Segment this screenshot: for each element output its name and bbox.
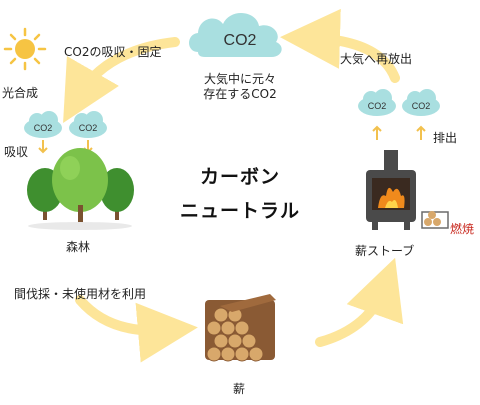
label-firewood: 薪 xyxy=(233,382,246,396)
label-combustion: 燃焼 xyxy=(450,222,475,236)
forest-icon xyxy=(27,148,134,230)
title-line2: ニュートラル xyxy=(179,200,300,222)
svg-text:CO2: CO2 xyxy=(79,123,98,133)
cycle-arrows xyxy=(63,8,404,363)
svg-text:CO2: CO2 xyxy=(34,123,53,133)
arrow-stove-to-cloud xyxy=(280,8,400,83)
label-thinning: 間伐採・未使用材を利用 xyxy=(14,287,147,301)
co2-cloud-main: CO2 xyxy=(189,12,282,58)
label-wood-stove: 薪ストーブ xyxy=(355,244,415,258)
firewood-rack-icon xyxy=(421,211,449,229)
label-photosynthesis: 光合成 xyxy=(2,86,39,100)
label-co2-caption: 大気中に元々 存在するCO2 xyxy=(180,72,300,102)
svg-text:CO2: CO2 xyxy=(368,101,387,111)
co2-cloud-emit-1: CO2 xyxy=(358,89,396,116)
sun-icon xyxy=(3,27,47,71)
co2-cloud-absorb-1: CO2 xyxy=(24,111,62,138)
label-co2-absorb-fix: CO2の吸収・固定 xyxy=(64,45,162,59)
arrow-forest-to-firewood xyxy=(75,295,198,363)
co2-cloud-emit-2: CO2 xyxy=(402,89,440,116)
co2-cloud-main-label: CO2 xyxy=(224,32,257,49)
firewood-icon xyxy=(205,294,276,362)
arrow-firewood-to-stove xyxy=(315,257,404,347)
label-absorption: 吸収 xyxy=(4,145,29,159)
fire-icon xyxy=(378,187,405,208)
up-arrow-icons xyxy=(372,125,426,140)
label-emission: 排出 xyxy=(433,131,458,145)
co2-caption-line2: 存在するCO2 xyxy=(203,87,277,101)
svg-text:CO2: CO2 xyxy=(412,101,431,111)
co2-cloud-absorb-2: CO2 xyxy=(69,111,107,138)
label-re-release: 大気へ再放出 xyxy=(340,52,413,66)
co2-caption-line1: 大気中に元々 xyxy=(203,72,276,86)
title-line1: カーボン xyxy=(199,166,280,188)
wood-stove-icon xyxy=(366,150,449,230)
arrow-cloud-to-forest xyxy=(63,37,180,124)
label-forest: 森林 xyxy=(66,240,91,254)
